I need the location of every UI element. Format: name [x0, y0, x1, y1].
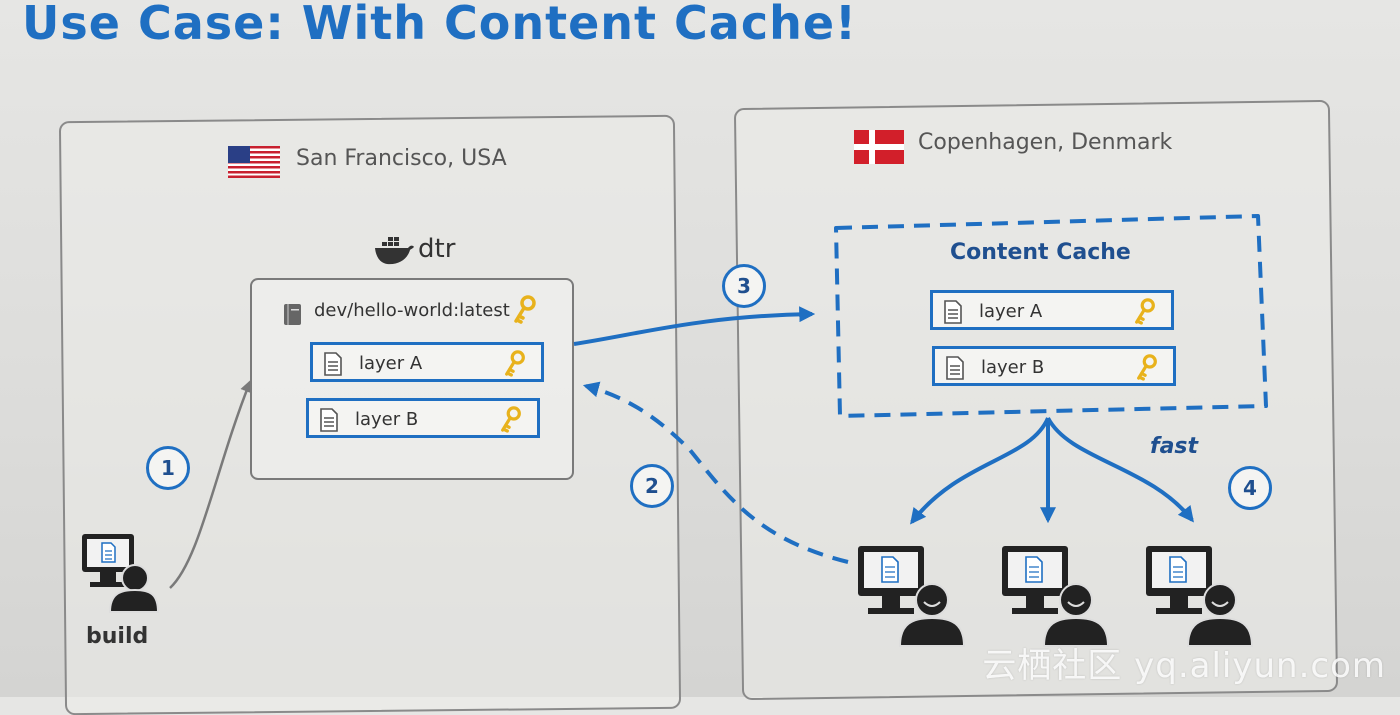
- watermark: 云栖社区 yq.aliyun.com: [982, 646, 1386, 686]
- book-icon: [284, 304, 301, 325]
- repo-tag: dev/hello-world:latest: [314, 300, 510, 321]
- step-4-badge: 4: [1228, 466, 1272, 510]
- content-cache-title: Content Cache: [950, 240, 1131, 265]
- step-2-badge: 2: [630, 464, 674, 508]
- key-icon: [1135, 298, 1155, 325]
- client-workstation-icon: [1146, 546, 1254, 647]
- layer-label: layer B: [355, 409, 419, 430]
- client-workstation-icon: [1002, 546, 1110, 647]
- step-3-badge: 3: [722, 264, 766, 308]
- dtr-label: dtr: [418, 234, 456, 264]
- fast-label: fast: [1150, 434, 1199, 459]
- registry-layer-b: layer B: [306, 398, 540, 438]
- key-icon: [1137, 354, 1157, 381]
- arrow-cache-sync: [573, 306, 816, 346]
- document-icon: [946, 356, 964, 380]
- content-cache-box: [834, 214, 1268, 418]
- document-icon: [944, 300, 962, 324]
- registry-layer-a: layer A: [310, 342, 544, 382]
- region-label-denmark: Copenhagen, Denmark: [918, 130, 1173, 155]
- cache-layer-b: layer B: [932, 346, 1176, 386]
- client-workstation-icon: [858, 546, 966, 647]
- document-icon: [320, 408, 338, 432]
- key-icon: [514, 295, 536, 324]
- step-1-badge: 1: [146, 446, 190, 490]
- flow-arrows: [169, 306, 1194, 589]
- developer-workstation-icon: [82, 534, 160, 613]
- arrow-build-push: [169, 379, 253, 589]
- layer-label: layer A: [979, 301, 1043, 322]
- region-label-usa: San Francisco, USA: [296, 146, 507, 171]
- layer-label: layer A: [359, 353, 423, 374]
- us-flag-icon: [228, 146, 280, 178]
- cache-layer-a: layer A: [930, 290, 1174, 330]
- build-label: build: [86, 624, 149, 649]
- key-icon: [505, 350, 525, 377]
- slide-title: Use Case: With Content Cache!: [22, 0, 858, 50]
- denmark-flag-icon: [854, 130, 904, 164]
- docker-whale-icon: [375, 237, 414, 265]
- document-icon: [324, 352, 342, 376]
- layer-label: layer B: [981, 357, 1045, 378]
- arrow-cache-to-client-3: [1046, 417, 1194, 523]
- arrow-client-request: [582, 381, 849, 564]
- key-icon: [501, 406, 521, 433]
- arrow-cache-to-client-1: [910, 417, 1050, 525]
